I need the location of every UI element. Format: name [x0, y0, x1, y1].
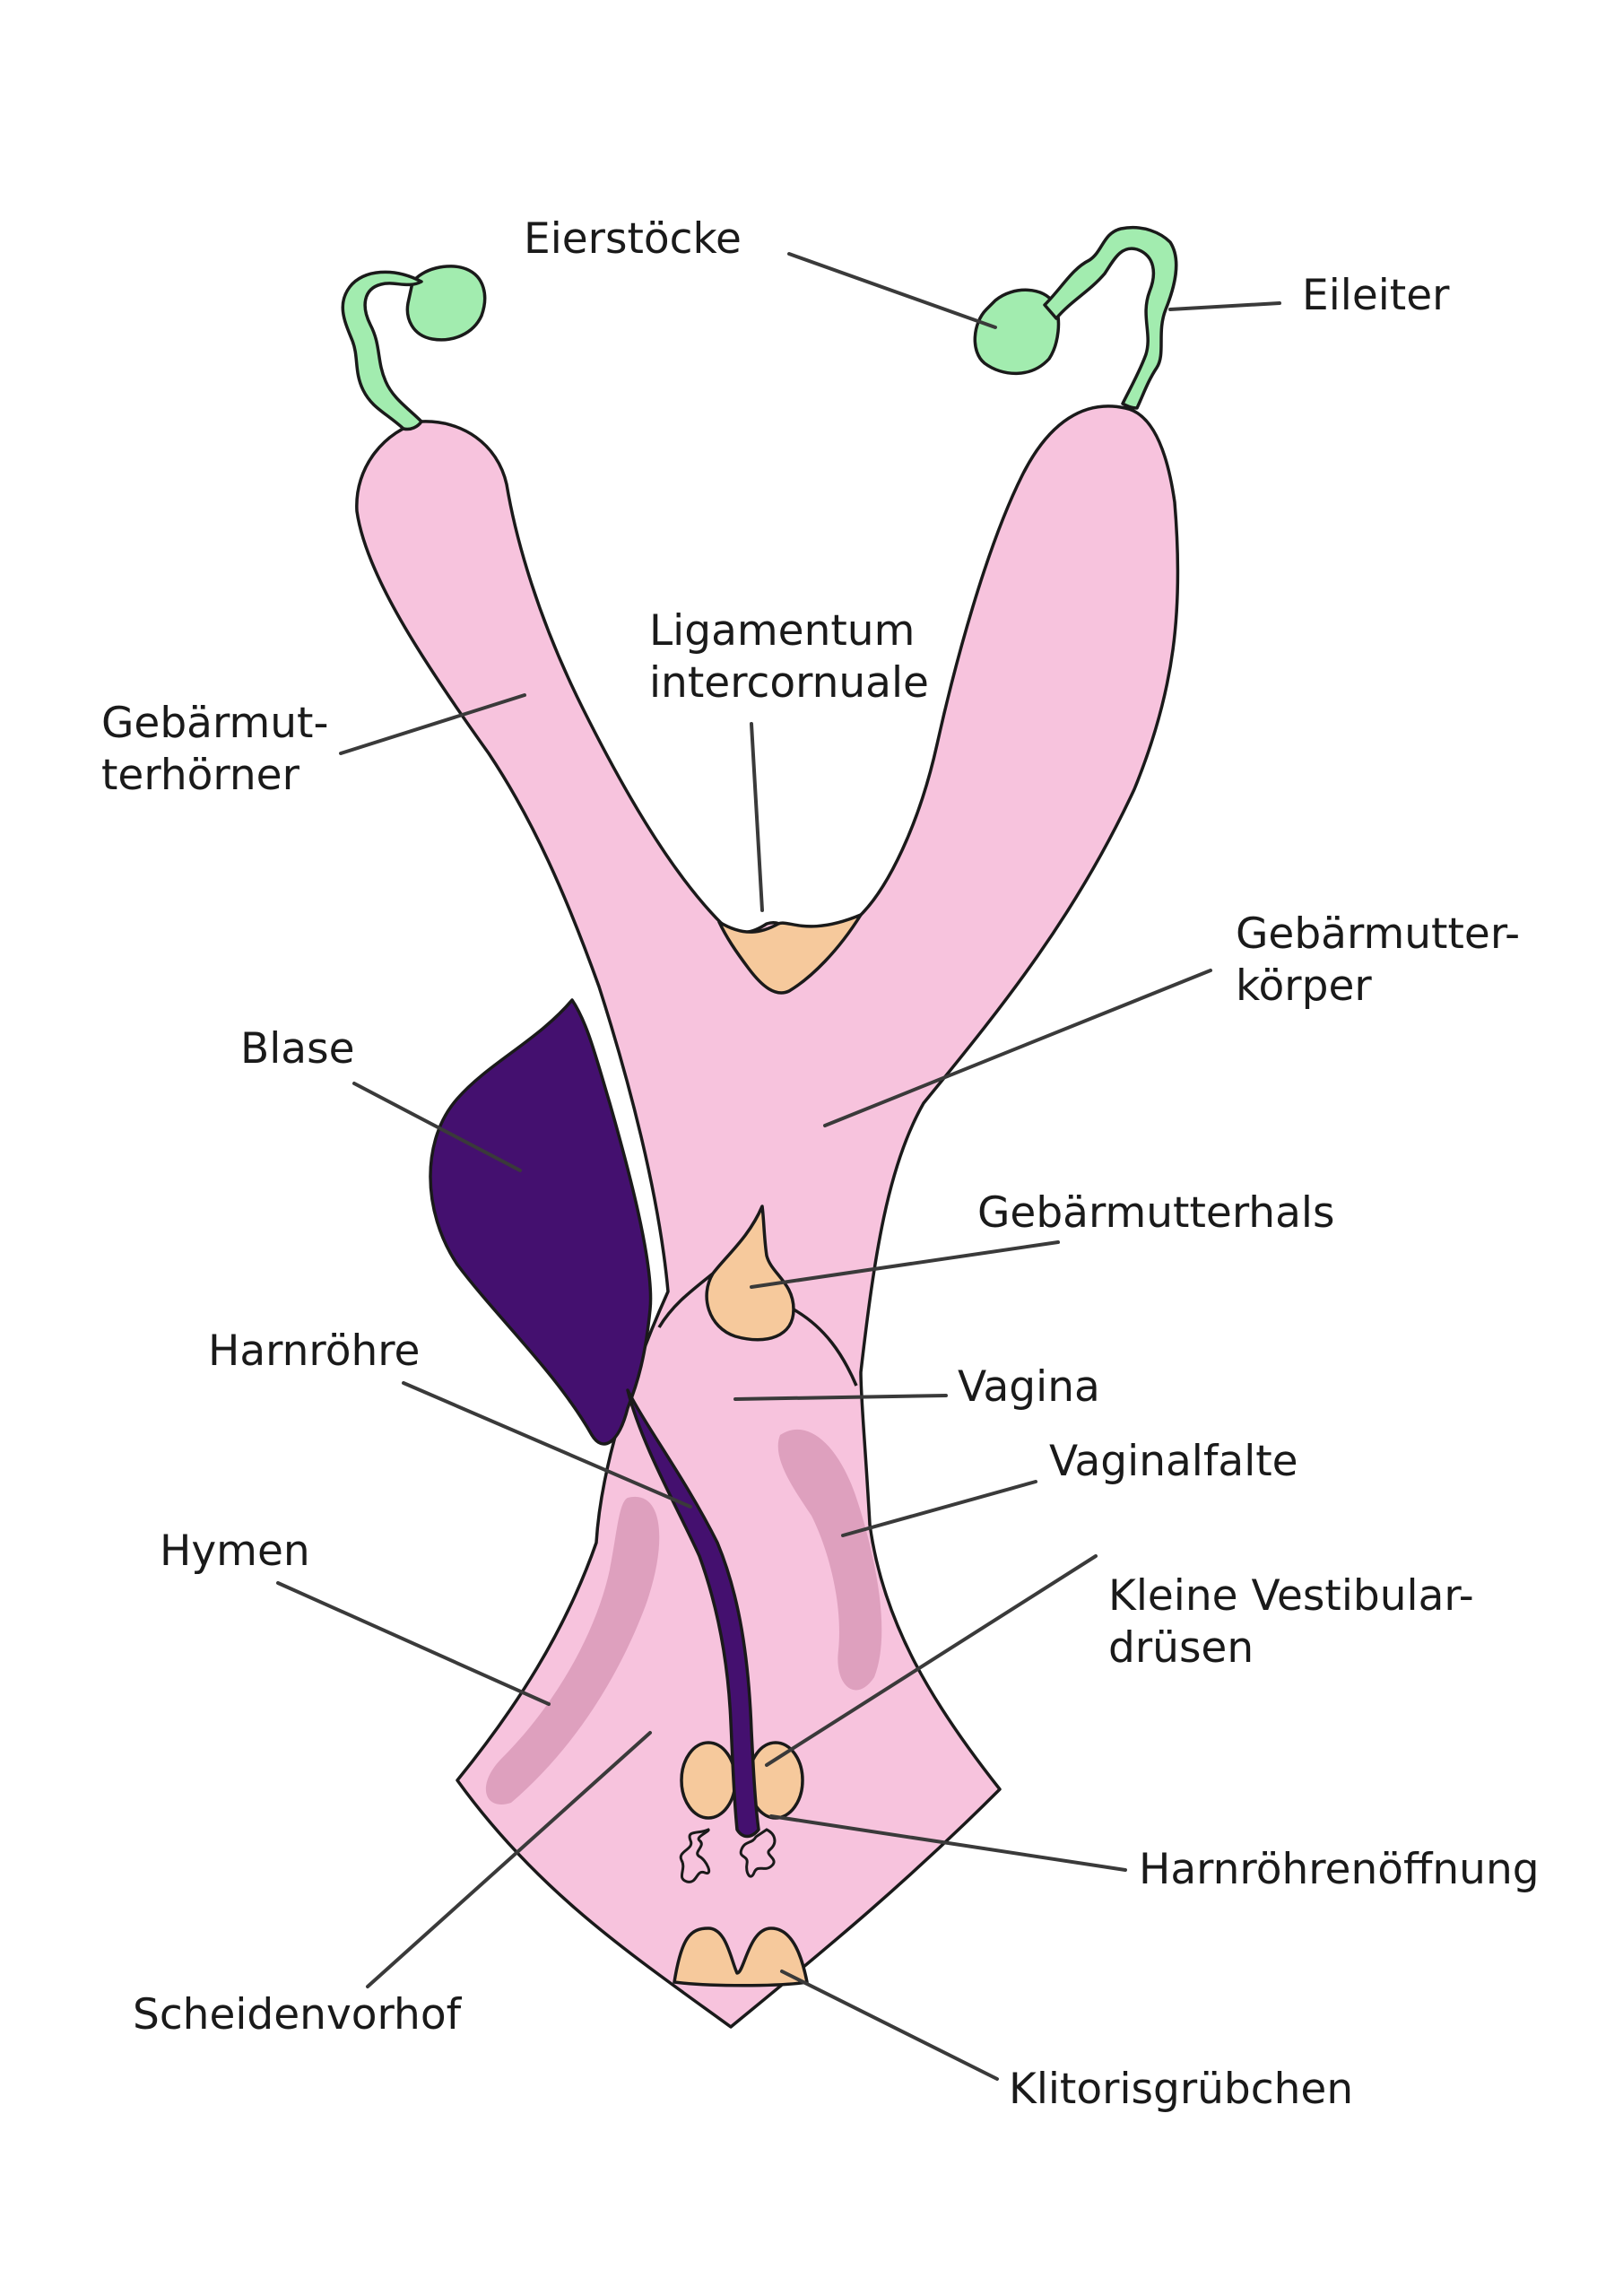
leader-kleine-vestibulardruesen [765, 1554, 1098, 1767]
leader-vaginalfalte [841, 1480, 1037, 1537]
leader-vagina [733, 1394, 948, 1401]
label-harnroehrenoeffnung: Harnröhrenöffnung [1139, 1845, 1540, 1894]
vagina-line [793, 1308, 858, 1387]
urethral-opening-right [739, 1828, 777, 1878]
label-gebaermutterkoerper-1: Gebärmutter- [1236, 909, 1520, 959]
leader-ligamentum [750, 722, 764, 912]
leader-scheidenvorhof [366, 1731, 652, 1988]
label-kleine-vestibulardruesen-1: Kleine Vestibular- [1108, 1571, 1474, 1621]
label-scheidenvorhof: Scheidenvorhof [133, 1990, 463, 2039]
leader-klitorisgruebchen [780, 1970, 999, 2081]
label-vaginalfalte: Vaginalfalte [1049, 1437, 1298, 1486]
urethra-shape [626, 1388, 760, 1839]
vaginal-fold-shape [777, 1429, 882, 1691]
ligamentum-shape [717, 913, 863, 995]
vagina-line-left [657, 1272, 715, 1328]
ovary-left-shape [405, 265, 487, 342]
label-ligamentum-1: Ligamentum [649, 606, 915, 656]
leader-harnroehrenoeffnung [769, 1814, 1127, 1872]
leader-hymen [276, 1581, 551, 1706]
leader-harnroehre [402, 1381, 692, 1509]
label-kleine-vestibulardruesen-2: drüsen [1108, 1623, 1254, 1673]
urethral-opening-left [679, 1828, 711, 1883]
label-eierstoecke: Eierstöcke [524, 214, 742, 264]
label-ligamentum-2: intercornuale [649, 658, 929, 708]
label-gebaermutterhoerner-2: terhörner [101, 751, 300, 800]
leader-gebaermutterhoerner [339, 693, 526, 755]
label-harnroehre: Harnröhre [208, 1326, 420, 1376]
bladder-shape [429, 998, 653, 1446]
leader-gebaermutterkoerper [823, 969, 1212, 1127]
leader-eileiter [1168, 301, 1281, 311]
leader-blase [352, 1082, 522, 1172]
ovary-right-shape [973, 288, 1061, 376]
label-hymen: Hymen [160, 1526, 310, 1576]
leader-eierstoecke [787, 252, 997, 329]
label-gebaermutterhals: Gebärmutterhals [977, 1188, 1334, 1238]
oviduct-left-shape [341, 270, 423, 431]
vestibular-gland-left [680, 1741, 737, 1820]
cervix-shape [705, 1205, 795, 1342]
label-vagina: Vagina [958, 1362, 1100, 1412]
label-klitorisgruebchen: Klitorisgrübchen [1009, 2065, 1353, 2114]
label-gebaermutterhoerner-1: Gebärmut- [101, 699, 328, 748]
leader-gebaermutterhals [750, 1240, 1060, 1289]
label-eileiter: Eileiter [1302, 271, 1450, 320]
clitoral-fossa-shape [673, 1926, 809, 1987]
oviduct-right-shape [1043, 226, 1178, 410]
hymen-fold-shape [485, 1496, 660, 1805]
label-gebaermutterkoerper-2: körper [1236, 961, 1372, 1011]
label-blase: Blase [240, 1024, 355, 1074]
